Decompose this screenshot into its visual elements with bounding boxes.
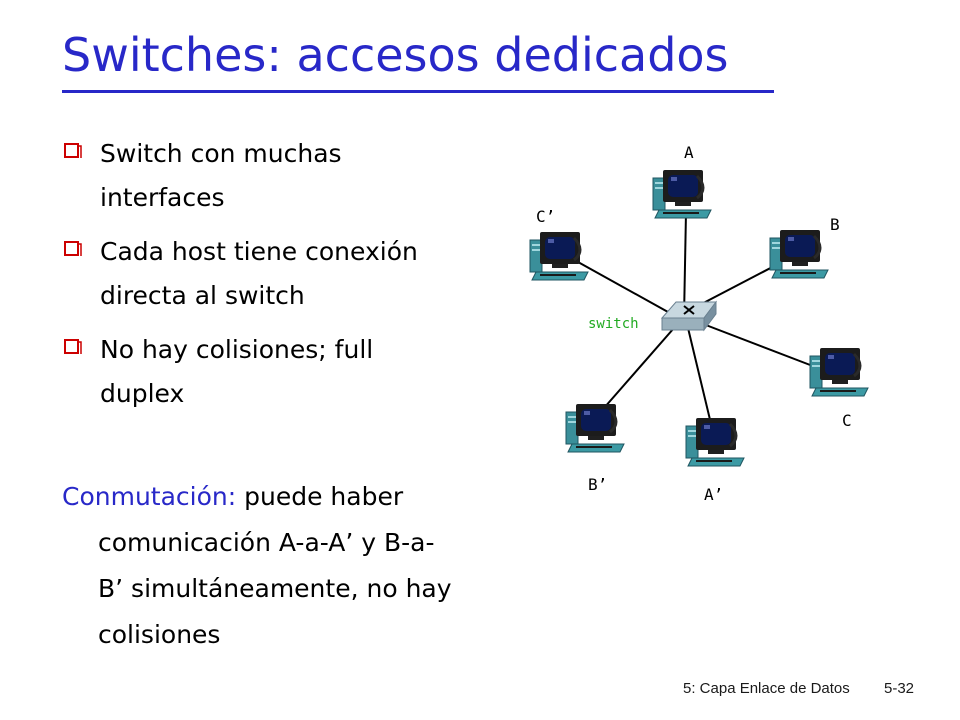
host-a-computer-icon bbox=[651, 168, 713, 220]
bullet-item: Cada host tiene conexión directa al swit… bbox=[62, 230, 512, 318]
host-a-prime-label: A’ bbox=[704, 485, 723, 504]
bullet-checkbox-icon bbox=[64, 339, 82, 354]
paragraph-line: comunicación A-a-A’ y B-a- bbox=[98, 528, 435, 557]
footer-page-number: 5-32 bbox=[884, 680, 915, 697]
bullet-text-line: Cada host tiene conexión bbox=[100, 237, 418, 266]
bullet-item: No hay colisiones; full duplex bbox=[62, 328, 512, 416]
bullet-text-line: interfaces bbox=[100, 183, 225, 212]
bullet-item: Switch con muchas interfaces bbox=[62, 132, 512, 220]
bullet-checkbox-icon bbox=[64, 143, 82, 158]
title-underline bbox=[62, 90, 774, 93]
slide-title: Switches: accesos dedicados bbox=[62, 28, 729, 82]
bullet-text-line: No hay colisiones; full bbox=[100, 335, 374, 364]
bullet-checkbox-icon bbox=[64, 241, 82, 256]
paragraph-term: Conmutación: bbox=[62, 482, 237, 511]
switch-icon bbox=[660, 300, 717, 332]
connection-links bbox=[577, 211, 819, 429]
footer-course: 5: Capa Enlace de Datos bbox=[683, 680, 850, 697]
paragraph-line: puede haber bbox=[236, 482, 404, 511]
bullet-text-line: Switch con muchas bbox=[100, 139, 342, 168]
host-c-prime-label: C’ bbox=[536, 207, 555, 226]
host-c-prime-computer-icon bbox=[528, 230, 590, 282]
link-to-a-prime bbox=[687, 327, 713, 429]
bullet-text-line: directa al switch bbox=[100, 281, 305, 310]
host-c-computer-icon bbox=[808, 346, 870, 398]
host-b-prime-label: B’ bbox=[588, 475, 607, 494]
bullet-list: Switch con muchas interfaces Cada host t… bbox=[62, 132, 512, 426]
paragraph-line: B’ simultáneamente, no hay bbox=[98, 574, 452, 603]
link-to-c bbox=[697, 321, 819, 369]
link-to-a bbox=[683, 211, 687, 319]
host-c-label: C bbox=[842, 411, 852, 430]
switch-label: switch bbox=[588, 316, 639, 332]
host-a-prime-computer-icon bbox=[684, 416, 746, 468]
host-b-computer-icon bbox=[768, 228, 830, 280]
host-a-label: A bbox=[684, 143, 694, 162]
paragraph-line: colisiones bbox=[98, 620, 221, 649]
bullet-text-line: duplex bbox=[100, 379, 185, 408]
host-b-label: B bbox=[830, 215, 840, 234]
switching-paragraph: Conmutación: puede haber comunicación A-… bbox=[62, 474, 512, 658]
link-to-c-prime bbox=[577, 261, 669, 313]
host-b-prime-computer-icon bbox=[564, 402, 626, 454]
